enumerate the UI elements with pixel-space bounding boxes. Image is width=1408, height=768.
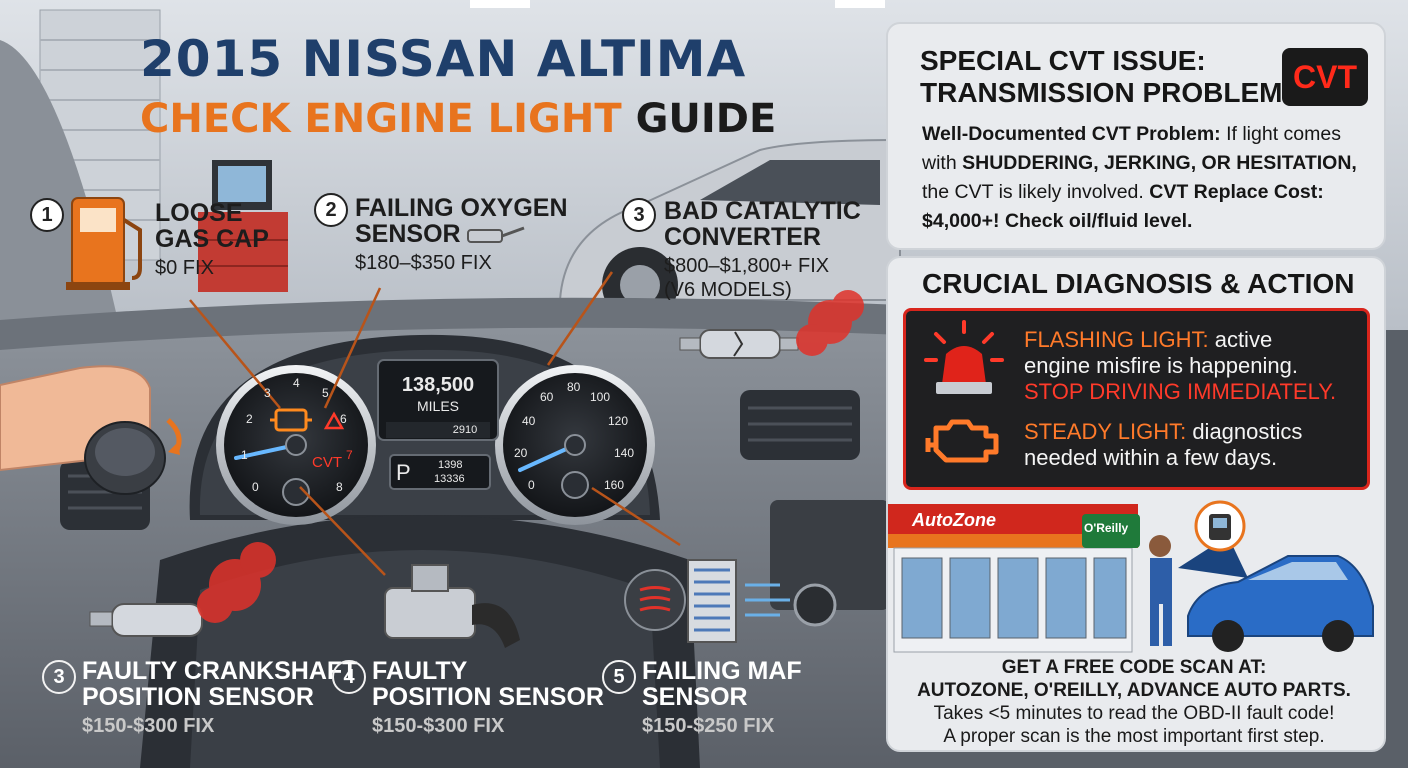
check-engine-icon — [925, 419, 999, 463]
speed-tick: 60 — [540, 390, 554, 404]
steady-label: STEADY LIGHT: — [1024, 419, 1187, 444]
scan-importance-note: A proper scan is the most important firs… — [943, 726, 1325, 747]
callout-cost: $180–$350 FIX — [355, 252, 492, 274]
callout-cost: $150-$300 FIX — [372, 715, 505, 737]
callout-label: FAILING OXYGEN — [355, 194, 568, 222]
cvt-heading-line: TRANSMISSION PROBLEMS — [920, 77, 1302, 108]
tach-tick: 5 — [322, 386, 329, 400]
tach-tick: 0 — [252, 480, 259, 494]
callout-cost: $800–$1,800+ FIX — [664, 255, 830, 277]
callout-label: FAULTY CRANKSHAFT — [82, 657, 358, 685]
trip-value: 2910 — [452, 424, 478, 436]
callout-cost: $150-$250 FIX — [642, 715, 775, 737]
odometer-unit: MILES — [416, 398, 459, 414]
callout-number: 3 — [622, 198, 656, 232]
callout-label: CONVERTER — [664, 223, 821, 251]
tach-tick: 2 — [246, 412, 253, 426]
speed-tick: 40 — [522, 414, 536, 428]
callout-label: POSITION SENSOR — [82, 683, 314, 711]
callout-number: 1 — [30, 198, 64, 232]
callout-maf-sensor: FAILING MAF SENSOR $150-$250 FIX — [642, 658, 802, 738]
speed-tick: 20 — [514, 446, 528, 460]
subtitle-rest: GUIDE — [635, 96, 777, 142]
speed-tick: 0 — [528, 478, 535, 492]
callout-label: SENSOR — [355, 220, 461, 248]
callout-catalytic-converter: BAD CATALYTIC CONVERTER $800–$1,800+ FIX… — [664, 198, 861, 302]
cvt-badge-icon: CVT — [1282, 48, 1368, 106]
autozone-sign: AutoZone — [912, 510, 996, 530]
tach-tick: 4 — [293, 376, 300, 390]
speed-tick: 80 — [567, 380, 581, 394]
callout-cost: $0 FIX — [155, 257, 214, 279]
cvt-body-text: the CVT is likely involved. — [922, 181, 1150, 203]
tach-tick: 7 — [346, 448, 353, 462]
callout-label: FAULTY — [372, 657, 468, 685]
tach-tick: 8 — [336, 480, 343, 494]
subtitle-highlight: CHECK ENGINE LIGHT — [140, 96, 622, 142]
callout-crankshaft-sensor: FAULTY CRANKSHAFT POSITION SENSOR $150-$… — [82, 658, 357, 738]
speed-tick: 140 — [614, 446, 635, 460]
stop-driving-warning: STOP DRIVING IMMEDIATELY. — [1024, 379, 1337, 404]
flashing-text: engine misfire is happening. — [1024, 353, 1298, 378]
siren-icon — [924, 320, 1004, 394]
free-scan-info: GET A FREE CODE SCAN AT: AUTOZONE, O'REI… — [892, 656, 1376, 748]
cvt-warning-label: CVT — [312, 454, 342, 471]
page-subtitle: CHECK ENGINE LIGHT GUIDE — [140, 96, 776, 142]
cvt-heading-line: SPECIAL CVT ISSUE: — [920, 45, 1206, 76]
callout-label: SENSOR — [642, 683, 748, 711]
cvt-body-bold: Well-Documented CVT Problem: — [922, 123, 1221, 145]
cvt-body-text: If light comes with — [922, 123, 1341, 174]
callout-label: FAILING MAF — [642, 657, 802, 685]
steady-text: diagnostics — [1186, 419, 1303, 444]
tach-tick: 3 — [264, 386, 271, 400]
cvt-panel-heading: SPECIAL CVT ISSUE: TRANSMISSION PROBLEMS — [920, 45, 1301, 109]
readout-2: 13336 — [434, 473, 465, 485]
flashing-text: active — [1208, 327, 1273, 352]
speed-tick: 120 — [608, 414, 629, 428]
flashing-light-text: FLASHING LIGHT: active engine misfire is… — [1024, 327, 1336, 405]
speed-tick: 100 — [590, 390, 611, 404]
scan-time-note: Takes <5 minutes to read the OBD-II faul… — [933, 703, 1335, 724]
callout-number: 3 — [42, 660, 76, 694]
callout-oxygen-sensor: FAILING OXYGEN SENSOR $180–$350 FIX — [355, 195, 568, 275]
speed-tick: 160 — [604, 478, 625, 492]
steady-light-text: STEADY LIGHT: diagnostics needed within … — [1024, 419, 1302, 471]
auto-parts-store-illustration — [888, 500, 1374, 653]
callout-number: 5 — [602, 660, 636, 694]
callout-gas-cap: LOOSE GAS CAP $0 FIX — [155, 200, 269, 280]
callout-cost: $150-$300 FIX — [82, 715, 215, 737]
callout-label: BAD CATALYTIC — [664, 197, 861, 225]
callout-label: GAS CAP — [155, 225, 269, 253]
tach-tick: 6 — [340, 412, 347, 426]
cvt-replace-cost: CVT Replace Cost: $4,000+! Check oil/flu… — [922, 181, 1324, 232]
callout-number: 4 — [332, 660, 366, 694]
scan-stores: AUTOZONE, O'REILLY, ADVANCE AUTO PARTS. — [917, 680, 1351, 701]
odometer-value: 138,500 — [401, 374, 475, 396]
callout-position-sensor: FAULTY POSITION SENSOR $150-$300 FIX — [372, 658, 604, 738]
cvt-panel-body: Well-Documented CVT Problem: If light co… — [922, 120, 1372, 236]
readout-1: 1398 — [438, 459, 463, 471]
flashing-label: FLASHING LIGHT: — [1024, 327, 1209, 352]
callout-label: POSITION SENSOR — [372, 683, 604, 711]
callout-cost-note: (V6 MODELS) — [664, 279, 792, 301]
tach-tick: 1 — [241, 448, 248, 462]
callout-label: LOOSE — [155, 199, 243, 227]
diagnosis-heading: CRUCIAL DIAGNOSIS & ACTION — [922, 268, 1355, 299]
callout-number: 2 — [314, 193, 348, 227]
oreilly-sign: O'Reilly — [1084, 521, 1129, 535]
scan-heading: GET A FREE CODE SCAN AT: — [1001, 657, 1267, 678]
gear-indicator: P — [396, 460, 411, 485]
page-title: 2015 NISSAN ALTIMA — [140, 30, 747, 88]
cvt-symptoms: SHUDDERING, JERKING, OR HESITATION, — [962, 152, 1357, 174]
steady-text: needed within a few days. — [1024, 445, 1278, 470]
